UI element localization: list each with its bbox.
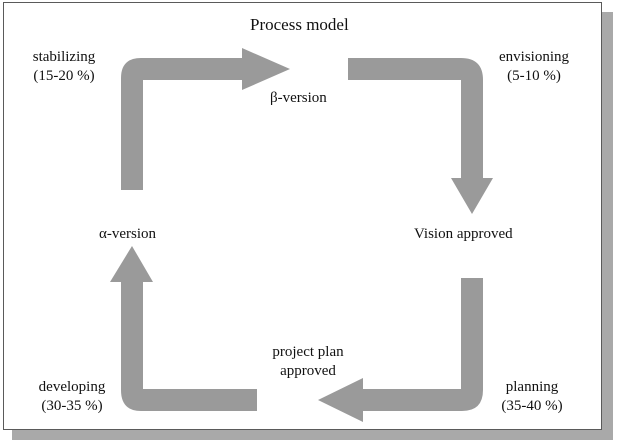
envisioning-phase: envisioning (5-10 %) <box>486 48 582 86</box>
stabilizing-share: (15-20 %) <box>33 68 95 84</box>
diagram-title: Process model <box>250 15 349 34</box>
alpha-version-label: α-version <box>99 226 157 242</box>
envisioning-name: envisioning <box>499 49 569 65</box>
stabilizing-name: stabilizing <box>32 49 96 65</box>
arrow-envisioning <box>348 58 493 214</box>
arrow-planning <box>318 278 483 422</box>
developing-phase: developing (30-35 %) <box>30 378 114 416</box>
arrow-stabilizing <box>121 48 290 190</box>
vision-approved-label: Vision approved <box>414 226 513 242</box>
planning-share: (35-40 %) <box>501 398 563 414</box>
arrow-developing <box>110 246 257 411</box>
envisioning-share: (5-10 %) <box>507 68 561 84</box>
beta-version-label: β-version <box>270 90 327 106</box>
developing-share: (30-35 %) <box>41 398 103 414</box>
project-plan-line1: project plan <box>272 344 344 360</box>
planning-name: planning <box>505 379 559 395</box>
planning-phase: planning (35-40 %) <box>490 378 574 416</box>
project-plan-approved-label: project plan approved <box>256 343 360 381</box>
project-plan-line2: approved <box>280 363 336 379</box>
diagram-panel <box>3 2 602 430</box>
developing-name: developing <box>38 379 106 395</box>
stabilizing-phase: stabilizing (15-20 %) <box>20 48 108 86</box>
